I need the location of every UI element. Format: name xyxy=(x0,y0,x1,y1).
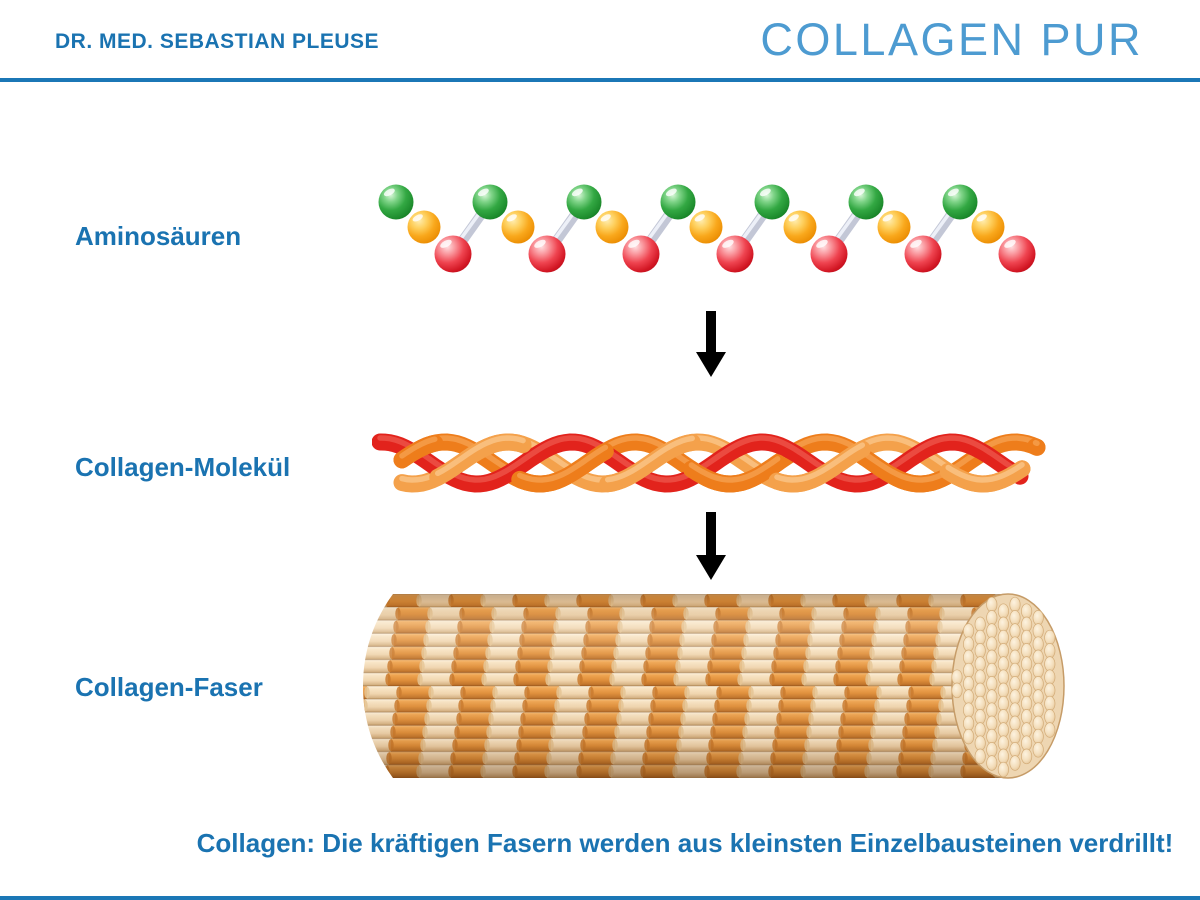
label-amino-acids: Aminosäuren xyxy=(75,221,242,251)
label-collagen-molecule: Collagen-Molekül xyxy=(75,452,291,482)
down-arrow-icon xyxy=(696,311,726,377)
collagen-molecule-figure xyxy=(372,433,1046,493)
brand-title: COLLAGEN PUR xyxy=(760,14,1143,65)
collagen-fiber-figure xyxy=(363,593,1065,779)
footer-divider xyxy=(0,896,1200,900)
caption: Collagen: Die kräftigen Fasern werden au… xyxy=(196,828,1174,858)
amino-acid-chain-figure xyxy=(378,184,1036,273)
down-arrow-icon xyxy=(696,512,726,580)
header-divider xyxy=(0,78,1200,82)
doctor-name: DR. MED. SEBASTIAN PLEUSE xyxy=(55,30,380,53)
label-collagen-fiber: Collagen-Faser xyxy=(75,672,263,702)
